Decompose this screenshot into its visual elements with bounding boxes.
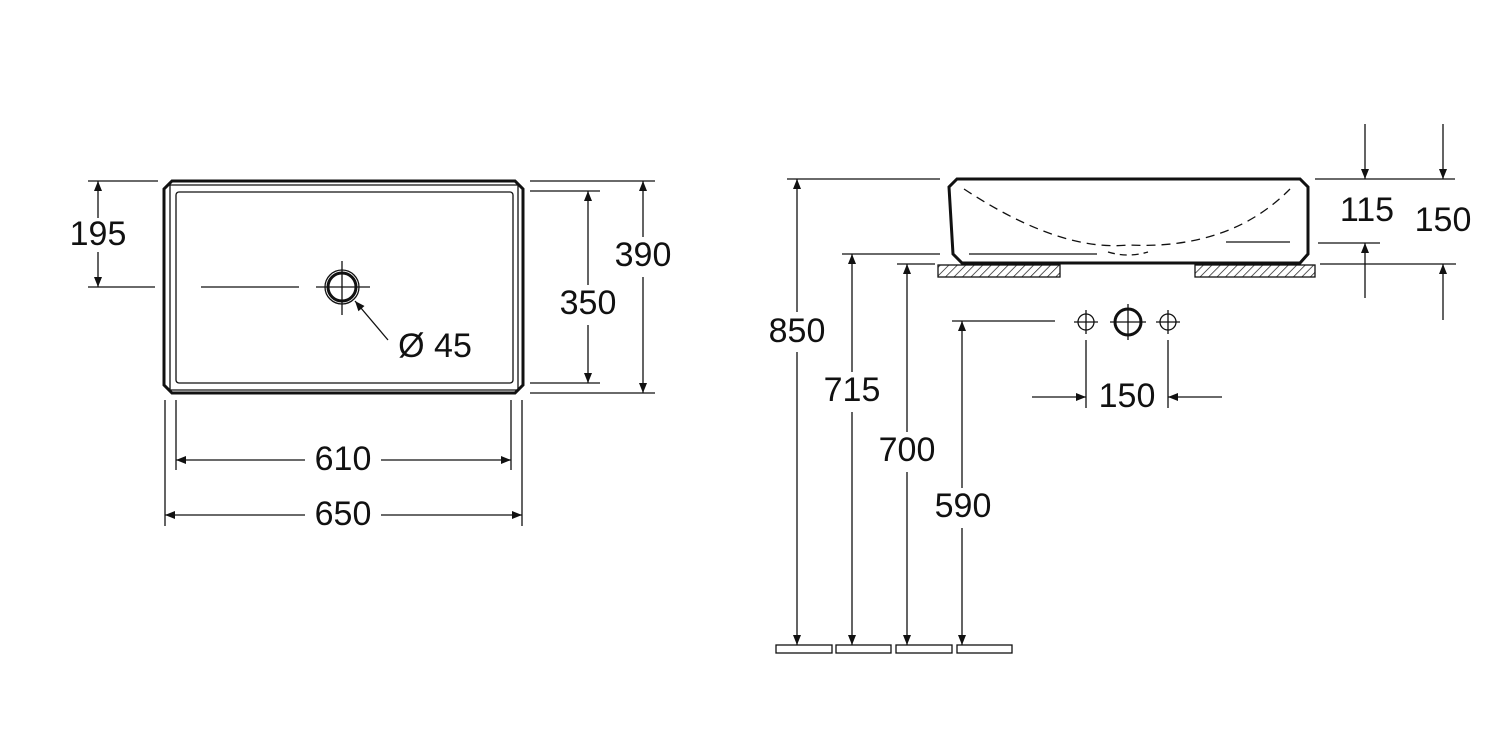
dim-195: 195 — [70, 215, 127, 253]
basin-side-outline — [947, 177, 1310, 265]
floor — [775, 644, 1013, 654]
drain-diameter-label: Ø 45 — [398, 327, 472, 365]
dim-115: 115 — [1340, 191, 1394, 229]
basin-rim-inner — [169, 184, 519, 391]
dim-350: 350 — [560, 284, 617, 322]
drain-hole-icon — [316, 261, 370, 315]
dim-610: 610 — [315, 440, 372, 478]
dim-tap-150: 150 — [1099, 377, 1156, 415]
dim-650: 650 — [315, 495, 372, 533]
bowl-hidden-line — [963, 188, 1291, 247]
countertop-left — [937, 264, 1061, 278]
side-view: 850 715 700 590 150 115 150 — [769, 124, 1472, 654]
basin-outline — [162, 179, 525, 395]
countertop-right — [1194, 264, 1316, 278]
top-view: Ø 45 195 350 390 610 650 — [70, 179, 672, 533]
dim-390: 390 — [615, 236, 672, 274]
basin-bowl — [175, 191, 514, 384]
dim-150-height: 150 — [1415, 201, 1472, 239]
dim-715: 715 — [824, 371, 881, 409]
tap-holes-icon — [1074, 304, 1180, 340]
dim-590: 590 — [935, 487, 992, 525]
drain-leader — [354, 300, 389, 341]
dim-700: 700 — [879, 431, 936, 469]
dim-850: 850 — [769, 312, 826, 350]
